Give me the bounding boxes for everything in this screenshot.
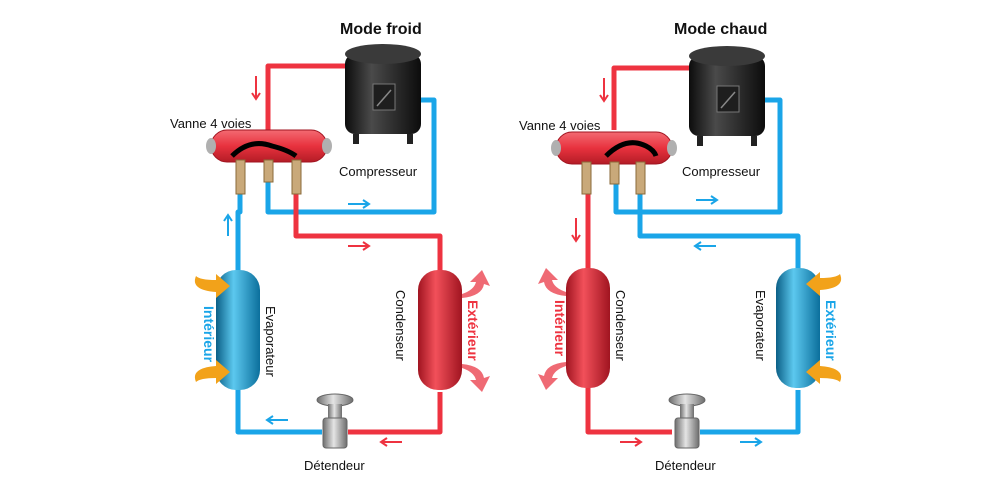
air-flow-arrow-icon (538, 268, 566, 390)
cooling-condenser-label: Condenseur (393, 290, 408, 361)
heating-exterior-label: Extérieur (823, 300, 839, 361)
air-flow-arrow-icon (806, 272, 842, 384)
cooling-interior-label: Intérieur (201, 306, 217, 363)
heating-valve-label: Vanne 4 voies (519, 118, 601, 133)
cooling-compressor-label: Compresseur (339, 164, 418, 179)
heat-exchanger-icon (418, 270, 462, 390)
cooling-evaporator-label: Evaporateur (263, 306, 278, 377)
heating-expansion-label: Détendeur (655, 458, 716, 473)
expansion-valve-icon (668, 393, 706, 449)
heating-panel: Mode chaud Compresseur Vanne 4 voies Con… (519, 21, 842, 473)
flow-arrow-icon (223, 76, 402, 447)
heat-exchanger-icon (566, 268, 610, 388)
air-flow-arrow-icon (194, 274, 230, 384)
heating-interior-label: Intérieur (552, 300, 568, 357)
expansion-valve-icon (316, 393, 354, 449)
cooling-panel: Mode froid Compresseur Vanne 4 voies Eva… (170, 21, 490, 473)
heating-condenser-label: Condenseur (613, 290, 628, 361)
compressor-icon (688, 45, 766, 147)
air-flow-arrow-icon (462, 270, 490, 392)
compressor-icon (344, 43, 422, 145)
cooling-title: Mode froid (340, 21, 422, 38)
cooling-exterior-label: Extérieur (465, 300, 481, 361)
four-way-valve-icon (550, 131, 678, 195)
cooling-pipes (235, 63, 443, 435)
cooling-valve-label: Vanne 4 voies (170, 116, 252, 131)
heat-exchanger-icon (776, 268, 820, 388)
heating-compressor-label: Compresseur (682, 164, 761, 179)
heat-exchanger-icon (216, 270, 260, 390)
heating-pipes (585, 65, 801, 435)
flow-arrow-icon (571, 78, 763, 447)
heating-evaporator-label: Evaporateur (753, 290, 768, 361)
cooling-expansion-label: Détendeur (304, 458, 365, 473)
four-way-valve-icon (205, 129, 333, 195)
heating-title: Mode chaud (674, 21, 767, 38)
